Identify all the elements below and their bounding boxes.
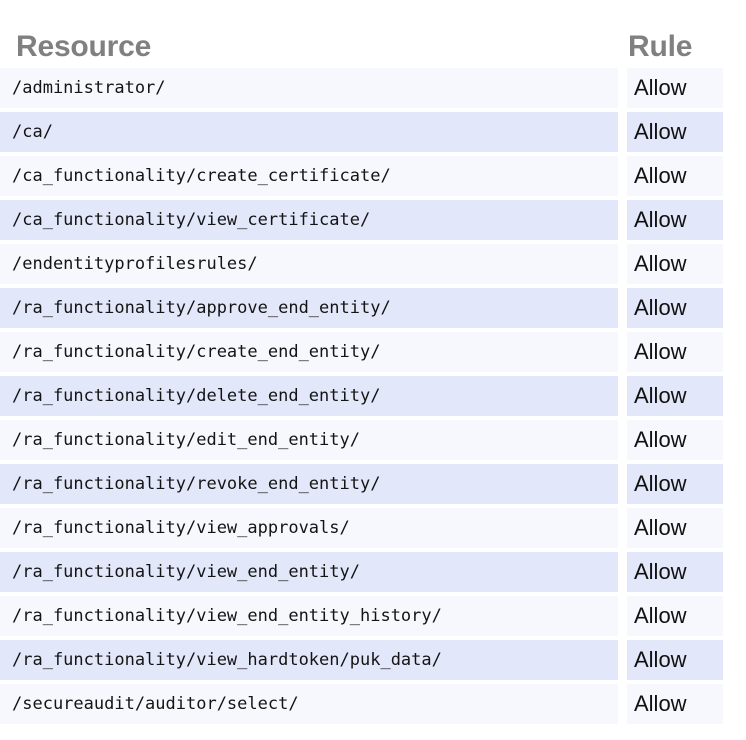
row-right-margin [723,66,746,110]
row-right-margin [723,330,746,374]
column-divider [618,374,627,418]
column-divider [618,462,627,506]
cell-resource: /ca_functionality/view_certificate/ [0,200,618,240]
column-divider [618,198,627,242]
table-row: /ra_functionality/view_approvals/Allow [0,506,746,550]
cell-resource: /ra_functionality/view_hardtoken/puk_dat… [0,640,618,680]
cell-resource: /ra_functionality/delete_end_entity/ [0,376,618,416]
table-row: /ca_functionality/create_certificate/All… [0,154,746,198]
cell-resource: /ra_functionality/view_end_entity_histor… [0,596,618,636]
table-row: /ra_functionality/view_end_entity/Allow [0,550,746,594]
table-row: /ra_functionality/create_end_entity/Allo… [0,330,746,374]
row-right-margin [723,110,746,154]
table-row: /ra_functionality/delete_end_entity/Allo… [0,374,746,418]
row-right-margin [723,638,746,682]
cell-resource: /ra_functionality/view_approvals/ [0,508,618,548]
cell-rule: Allow [627,640,723,680]
column-divider [618,110,627,154]
cell-resource: /ra_functionality/view_end_entity/ [0,552,618,592]
cell-rule: Allow [627,68,723,108]
cell-rule: Allow [627,684,723,724]
table-row: /ra_functionality/edit_end_entity/Allow [0,418,746,462]
column-divider [618,66,627,110]
table-row: /ca/Allow [0,110,746,154]
row-right-margin [723,418,746,462]
column-divider [618,154,627,198]
table-row: /ca_functionality/view_certificate/Allow [0,198,746,242]
cell-resource: /ra_functionality/edit_end_entity/ [0,420,618,460]
column-divider [618,418,627,462]
table-row: /endentityprofilesrules/Allow [0,242,746,286]
cell-rule: Allow [627,112,723,152]
column-divider [618,330,627,374]
cell-resource: /endentityprofilesrules/ [0,244,618,284]
cell-rule: Allow [627,596,723,636]
table-row: /ra_functionality/view_end_entity_histor… [0,594,746,638]
row-right-margin [723,462,746,506]
cell-resource: /ca/ [0,112,618,152]
cell-rule: Allow [627,200,723,240]
table-header-row: Resource Rule [0,0,746,66]
cell-rule: Allow [627,376,723,416]
row-right-margin [723,198,746,242]
column-header-resource: Resource [16,30,152,63]
cell-resource: /ra_functionality/approve_end_entity/ [0,288,618,328]
row-right-margin [723,242,746,286]
column-divider [618,242,627,286]
cell-rule: Allow [627,464,723,504]
column-divider [618,506,627,550]
cell-resource: /ra_functionality/create_end_entity/ [0,332,618,372]
table-row: /secureaudit/auditor/select/Allow [0,682,746,726]
cell-rule: Allow [627,156,723,196]
row-right-margin [723,594,746,638]
row-right-margin [723,682,746,726]
cell-rule: Allow [627,244,723,284]
cell-rule: Allow [627,508,723,548]
row-right-margin [723,374,746,418]
row-right-margin [723,550,746,594]
column-header-rule: Rule [628,30,693,63]
row-right-margin [723,286,746,330]
row-right-margin [723,154,746,198]
row-right-margin [723,506,746,550]
cell-resource: /ra_functionality/revoke_end_entity/ [0,464,618,504]
column-divider [618,638,627,682]
cell-rule: Allow [627,288,723,328]
cell-resource: /secureaudit/auditor/select/ [0,684,618,724]
cell-rule: Allow [627,420,723,460]
table-body: /administrator/Allow/ca/Allow/ca_functio… [0,66,746,726]
cell-resource: /administrator/ [0,68,618,108]
column-divider [618,286,627,330]
cell-resource: /ca_functionality/create_certificate/ [0,156,618,196]
column-divider [618,550,627,594]
table-row: /ra_functionality/approve_end_entity/All… [0,286,746,330]
column-divider [618,682,627,726]
cell-rule: Allow [627,332,723,372]
column-divider [618,594,627,638]
cell-rule: Allow [627,552,723,592]
table-row: /ra_functionality/view_hardtoken/puk_dat… [0,638,746,682]
table-row: /ra_functionality/revoke_end_entity/Allo… [0,462,746,506]
table-row: /administrator/Allow [0,66,746,110]
